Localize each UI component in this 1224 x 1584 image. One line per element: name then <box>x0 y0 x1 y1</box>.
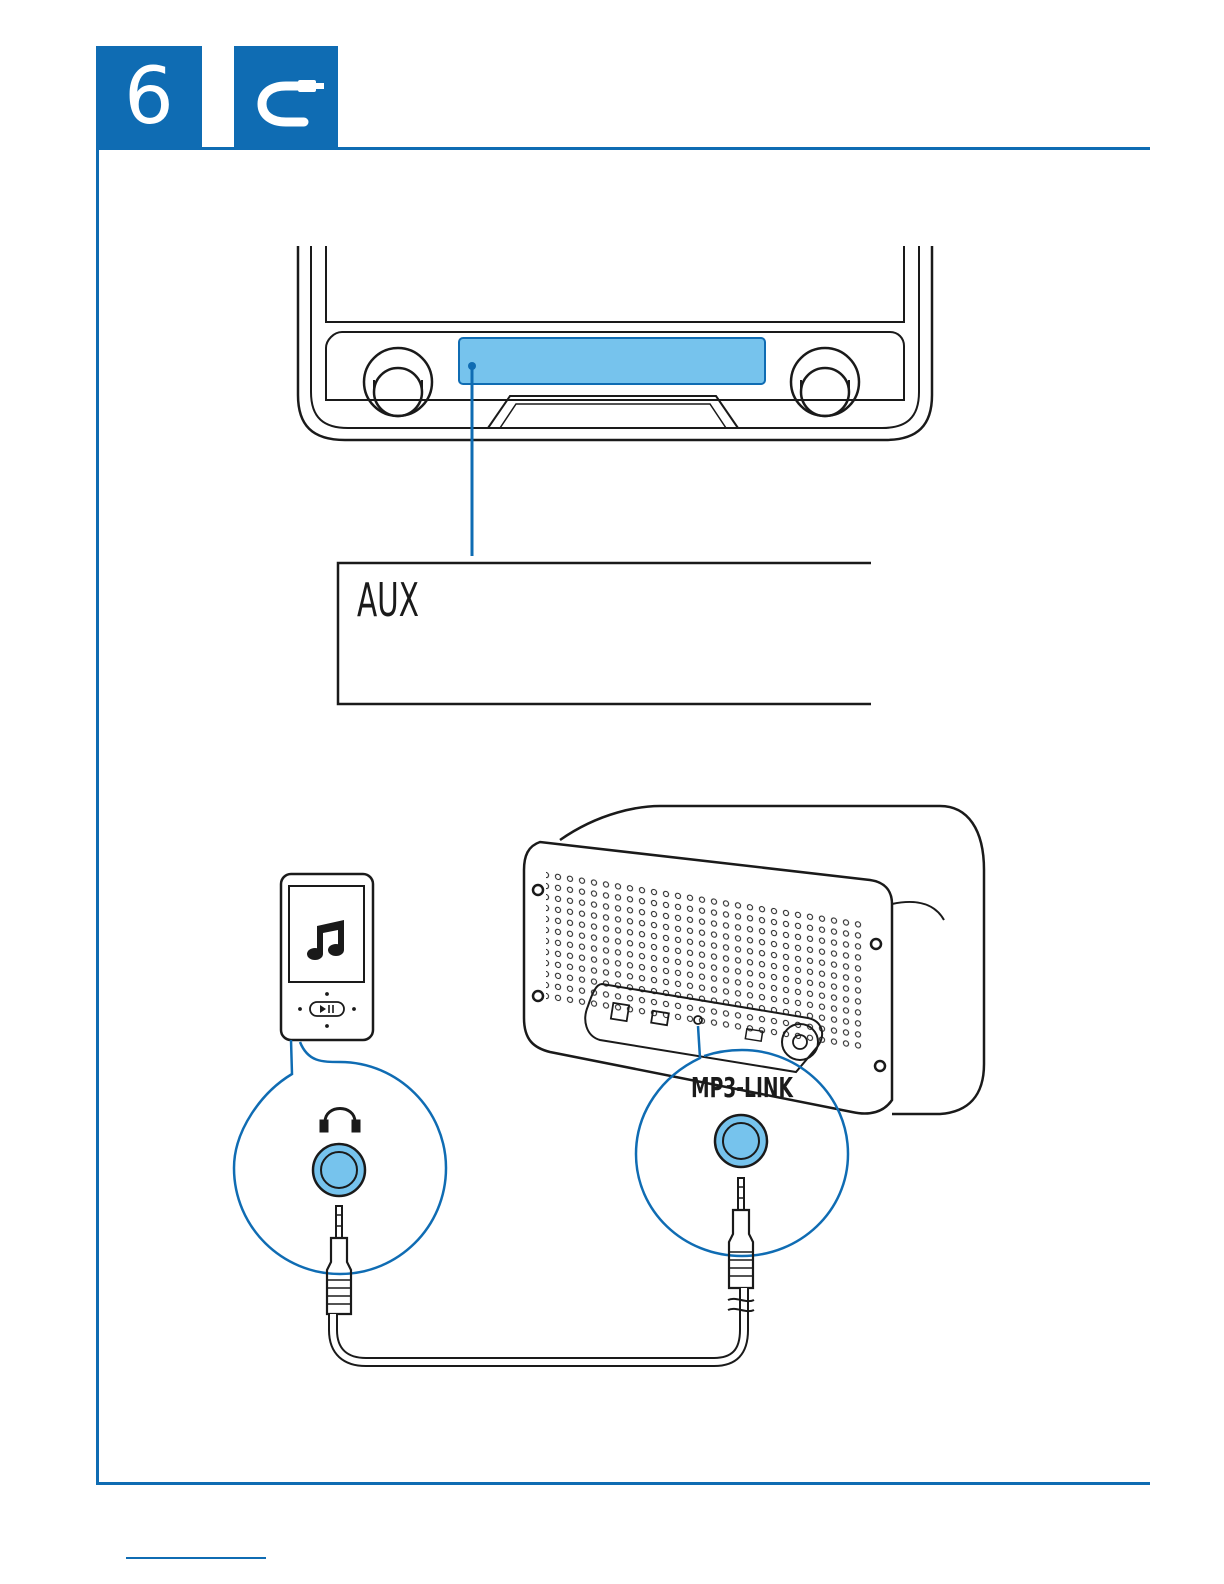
left-knob <box>364 348 432 416</box>
music-note-icon <box>307 920 344 960</box>
player-headphone-jack <box>313 1144 365 1196</box>
mp3-link-port-label: MP3-LINK <box>691 1071 794 1104</box>
audio-cable <box>327 1178 754 1362</box>
speaker-grille <box>546 870 862 1050</box>
right-knob <box>791 348 859 416</box>
radio-display-screen <box>459 338 765 384</box>
display-readout-text: AUX <box>357 573 419 627</box>
headphone-icon <box>321 1109 359 1132</box>
media-player-illustration <box>281 874 373 1040</box>
mp3-link-jack <box>715 1115 767 1167</box>
